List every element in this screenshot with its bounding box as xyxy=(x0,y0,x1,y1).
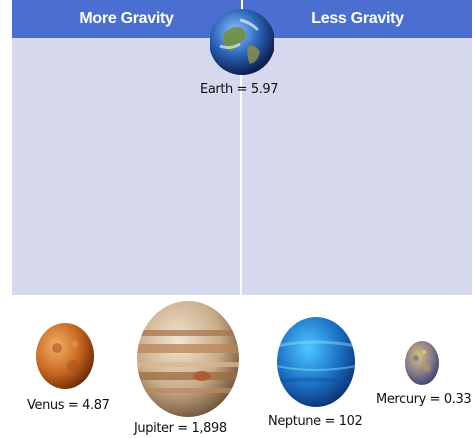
neptune-image[interactable] xyxy=(276,316,356,408)
earth-image[interactable] xyxy=(210,6,274,78)
jupiter-label: Jupiter = 1,898 xyxy=(134,421,227,436)
column-divider xyxy=(240,38,242,295)
header-less-gravity: Less Gravity xyxy=(241,0,472,38)
neptune-label: Neptune = 102 xyxy=(268,414,363,429)
venus-label: Venus = 4.87 xyxy=(27,398,110,413)
earth-label: Earth = 5.97 xyxy=(200,82,279,97)
jupiter-image[interactable] xyxy=(136,300,240,418)
mercury-image[interactable] xyxy=(404,340,440,386)
venus-image[interactable] xyxy=(35,322,95,390)
header-more-gravity: More Gravity xyxy=(79,10,174,27)
mercury-label: Mercury = 0.33 xyxy=(376,392,472,407)
